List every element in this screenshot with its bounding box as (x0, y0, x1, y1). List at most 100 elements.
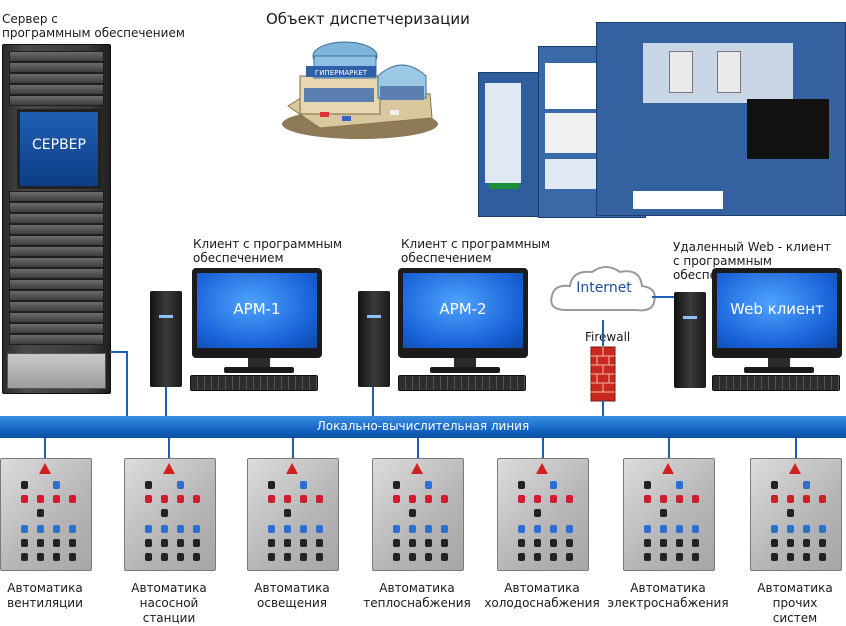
cabinet-switch (787, 553, 794, 561)
automation-cabinet (497, 458, 589, 571)
cabinet-switch (676, 539, 683, 547)
cabinet-label-line2: вентиляции (7, 596, 83, 610)
cabinet-label-line1: Автоматика (7, 581, 83, 595)
cabinet-switch (534, 509, 541, 517)
cabinet-switch (145, 539, 152, 547)
cabinet-switch (566, 539, 573, 547)
cabinet-switch (193, 495, 200, 503)
cabinet-label-line2: электроснабжения (607, 596, 729, 610)
warning-icon (39, 463, 51, 474)
cabinet-switch (161, 525, 168, 533)
cabinet-switch (518, 525, 525, 533)
cabinet-switch (37, 553, 44, 561)
cabinet-switch (803, 481, 810, 489)
building-sign: ГИПЕРМАРКЕТ (315, 69, 368, 77)
cabinet-switch (161, 495, 168, 503)
cabinet-switch (300, 553, 307, 561)
cabinet-label-line2: насосной (139, 596, 199, 610)
cabinet-switch (177, 539, 184, 547)
cabinet-switch (284, 553, 291, 561)
cabinet-switch (692, 539, 699, 547)
cabinet-switch (441, 495, 448, 503)
cabinet-switch (409, 495, 416, 503)
cloud-to-webclient-link (652, 296, 674, 298)
warning-icon (163, 463, 175, 474)
client2-label-line2: обеспечением (401, 251, 492, 265)
cabinet-switch (819, 495, 826, 503)
cabinet-switch (69, 539, 76, 547)
cabinet-switch (534, 539, 541, 547)
cabinet-switch (660, 495, 667, 503)
cabinet-switch (660, 525, 667, 533)
cabinet-switch (53, 553, 60, 561)
cabinet-switch (21, 525, 28, 533)
cabinet-label-line2: теплоснабжения (363, 596, 471, 610)
client2-screen-label: АРМ-2 (439, 300, 487, 318)
automation-cabinet (623, 458, 715, 571)
cabinet-switch (518, 553, 525, 561)
cabinet-switch (53, 539, 60, 547)
cabinet-switch (316, 495, 323, 503)
cabinet-switch (771, 525, 778, 533)
cabinet-switch (819, 553, 826, 561)
webclient-label-line1: Удаленный Web - клиент (673, 240, 831, 254)
cabinet-label-line3: станции (142, 611, 196, 625)
cabinet-switch (803, 539, 810, 547)
cabinet-switch (425, 481, 432, 489)
cabinet-switch (393, 495, 400, 503)
rack-base (7, 353, 106, 389)
webclient-screen-label: Web клиент (730, 300, 824, 318)
client2-monitor: АРМ-2 (398, 268, 528, 358)
cabinet-switch (787, 525, 794, 533)
cabinet-switch (300, 525, 307, 533)
cabinet-switch (644, 553, 651, 561)
cabinet-switch (284, 539, 291, 547)
cabinet-switch (787, 495, 794, 503)
cabinet-switch (268, 525, 275, 533)
cabinet-switch (676, 495, 683, 503)
cabinet-switch (409, 539, 416, 547)
cabinet-switch (393, 539, 400, 547)
cabinet-switch (550, 553, 557, 561)
cabinet-switch (566, 525, 573, 533)
cabinet-switch (284, 525, 291, 533)
cabinet-switch (37, 539, 44, 547)
cabinet-switch (37, 525, 44, 533)
cabinet-switch (409, 553, 416, 561)
cabinet-switch (316, 539, 323, 547)
server-screen: СЕРВЕР (17, 109, 101, 189)
cabinet-switch (660, 509, 667, 517)
cabinet-switch (268, 495, 275, 503)
cabinet-switch (819, 539, 826, 547)
cabinet-switch (177, 525, 184, 533)
cabinet-switch (676, 481, 683, 489)
cabinet-switch (193, 525, 200, 533)
cabinet-switch (441, 553, 448, 561)
cabinet-switch (268, 481, 275, 489)
cabinet-switch (161, 553, 168, 561)
cabinet-switch (316, 553, 323, 561)
cabinet-switch (145, 525, 152, 533)
cabinet-switch (300, 495, 307, 503)
network-line-label: Локально-вычислительная линия (316, 419, 530, 433)
cabinet-switch (518, 539, 525, 547)
cabinet-label-line1: Автоматика (131, 581, 207, 595)
client2-label-line1: Клиент с программным (401, 237, 550, 251)
cabinet-switch (300, 539, 307, 547)
cabinet-switch (393, 481, 400, 489)
cabinet-switch (803, 553, 810, 561)
cabinet-switch (409, 525, 416, 533)
client1-screen-label: АРМ-1 (233, 300, 281, 318)
cabinet-switch (177, 481, 184, 489)
cabinet-label-line2: освещения (257, 596, 327, 610)
cabinet-switch (177, 553, 184, 561)
scada-screenshot-3 (596, 22, 846, 216)
cabinet-switch (37, 509, 44, 517)
cabinet-label-line3: систем (772, 611, 818, 625)
cabinet-switch (21, 553, 28, 561)
cabinet-switch (53, 525, 60, 533)
client1-keyboard (190, 375, 318, 391)
cabinet-switch (425, 495, 432, 503)
cabinet-label-line1: Автоматика (630, 581, 706, 595)
warning-icon (789, 463, 801, 474)
